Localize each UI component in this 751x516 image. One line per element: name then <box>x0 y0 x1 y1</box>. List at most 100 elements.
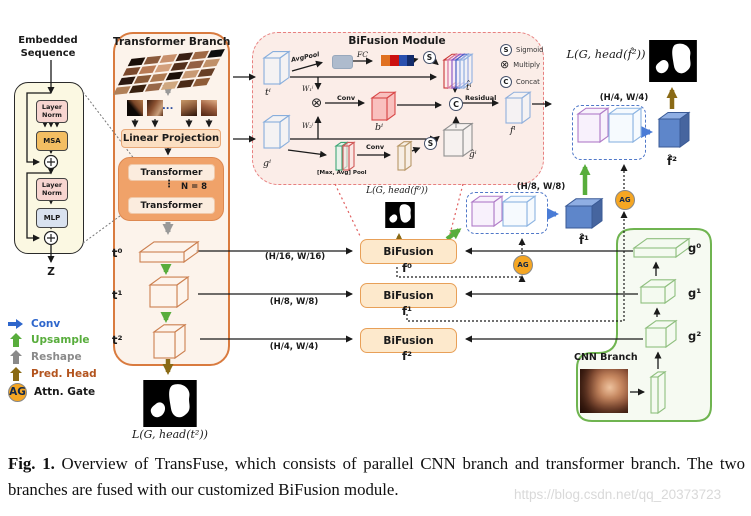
bifusion-box-2: BiFusion <box>360 328 457 353</box>
w2-label: W₂ⁱ <box>302 122 314 130</box>
transformer-branch-title: Transformer Branch <box>113 36 231 48</box>
multiply-icon: ⊗ <box>500 58 510 71</box>
transformer-vdots: ⋮ <box>164 179 174 190</box>
legend-label: Reshape <box>31 351 82 363</box>
z-label: Z <box>47 266 55 278</box>
pred-head-arrow-icon <box>10 367 22 381</box>
legend-item-conv: Conv <box>8 316 60 332</box>
g0-cube <box>632 237 691 259</box>
multiply-circle: ⊗ <box>311 95 323 111</box>
conv-bottom-label: Conv <box>366 143 385 151</box>
pool-label: [Max, Avg] Pool <box>317 170 367 176</box>
legend-label: Attn. Gate <box>34 386 96 398</box>
legend-label: Conv <box>31 318 61 330</box>
g2-cube <box>644 319 678 349</box>
bar-seg-navy <box>407 55 414 66</box>
channel-attention-bar <box>381 55 414 66</box>
f1-hat-cube <box>564 197 604 229</box>
f0-label: f⁰ <box>401 261 413 275</box>
f2-label: f² <box>401 349 413 363</box>
transformer-stack: Transformer ⋮ N = 8 Transformer <box>118 157 224 221</box>
input-image <box>580 369 628 413</box>
residual-label: Residual <box>465 94 497 102</box>
conv-top-label: Conv <box>337 94 356 102</box>
h8-size-label: (H/8, W/8) <box>516 182 566 192</box>
transformer-layer-bottom: Transformer <box>128 197 215 214</box>
h4-size-label: (H/4, W/4) <box>599 93 649 103</box>
legend-item-pred-head: Pred. Head <box>8 366 97 382</box>
patch-4 <box>201 100 217 116</box>
row1-size-label: (H/8, W/8) <box>269 297 319 307</box>
w1-label: W₁ⁱ <box>302 85 314 93</box>
g-in-label: gⁱ <box>263 158 271 169</box>
mlp-box: MLP <box>36 208 68 228</box>
fc-vector-box <box>332 55 353 69</box>
patch-ellipsis: ... <box>162 101 174 112</box>
transformer-depth-label: N = 8 <box>181 182 208 192</box>
f0-loss-label: L(G, head(f⁰)) <box>366 186 428 196</box>
concat-icon: C <box>500 76 512 88</box>
layer-norm-1-box: Layer Norm <box>36 100 68 123</box>
bar-seg-red <box>390 55 399 66</box>
f2-hat-cube <box>657 111 691 148</box>
cnn-stem-slab <box>649 370 667 415</box>
ops-legend-label: Sigmoid <box>516 46 544 54</box>
f2-hat-label: f̂² <box>666 154 678 168</box>
upsample-arrow-icon <box>10 333 22 347</box>
t0-label: t⁰ <box>112 246 123 260</box>
caption-text: Overview of TransFuse, which consists of… <box>8 454 746 500</box>
g1-cube <box>639 278 677 305</box>
f2-pred-mask <box>649 40 697 82</box>
t2-loss-label: L(G, head(t²)) <box>132 428 208 441</box>
row2-size-label: (H/4, W/4) <box>269 342 319 352</box>
attention-gate-2: AG <box>615 190 635 210</box>
ops-legend-sigmoid: S Sigmoid <box>500 44 544 56</box>
f2-loss-label: L(G, head(f̂²)) <box>566 47 646 61</box>
t-hat-label: t̂ⁱ <box>466 83 472 93</box>
concat-box-h8 <box>466 192 548 234</box>
f1-hat-label: f̂¹ <box>578 233 590 247</box>
bifusion-module-title: BiFusion Module <box>348 35 446 47</box>
conv-arrow-icon <box>8 319 23 329</box>
ops-legend-label: Multiply <box>513 61 541 69</box>
row0-size-label: (H/16, W/16) <box>264 252 326 262</box>
bar-seg-blue <box>399 55 407 66</box>
fc-label: FC <box>357 50 368 59</box>
legend-label: Upsample <box>31 334 90 346</box>
t2-label: t² <box>112 333 123 347</box>
transformer-layer-top: Transformer <box>128 164 215 181</box>
g2-label: g² <box>688 329 702 343</box>
concat-circle: C <box>449 97 463 111</box>
attn-gate-icon: AG <box>8 382 27 402</box>
f1-label: f¹ <box>401 304 413 318</box>
g0-label: g⁰ <box>688 241 702 255</box>
linear-projection-box: Linear Projection <box>121 129 221 148</box>
embedded-sequence-title: Embedded Sequence <box>18 35 78 59</box>
t1-label: t¹ <box>112 288 123 302</box>
sigmoid-circle-top: S <box>423 51 436 64</box>
legend-item-attn-gate: AG Attn. Gate <box>8 382 96 402</box>
layer-norm-2-box: Layer Norm <box>36 178 68 201</box>
figure-number: Fig. 1. <box>8 454 55 473</box>
patch-2 <box>147 100 163 116</box>
legend-item-reshape: Reshape <box>8 349 82 365</box>
g1-label: g¹ <box>688 286 702 300</box>
watermark: https://blog.csdn.net/qq_20373723 <box>514 487 722 502</box>
legend-label: Pred. Head <box>31 368 97 380</box>
t-in-label: tⁱ <box>265 87 271 98</box>
ops-legend-multiply: ⊗ Multiply <box>500 58 541 71</box>
sigmoid-icon: S <box>500 44 512 56</box>
ops-legend-concat: C Concat <box>500 76 540 88</box>
cnn-branch-title: CNN Branch <box>574 352 638 363</box>
patch-3 <box>181 100 197 116</box>
concat-box-h4 <box>572 105 646 160</box>
t2-pred-mask <box>143 380 197 427</box>
sigmoid-circle-bottom: S <box>424 137 437 150</box>
f-out-label: fⁱ <box>510 125 516 136</box>
f0-pred-mask <box>385 202 415 228</box>
legend-item-upsample: Upsample <box>8 332 90 348</box>
b-label: bⁱ <box>375 122 383 133</box>
bar-seg-orange <box>381 55 390 66</box>
ops-legend-label: Concat <box>516 78 540 86</box>
